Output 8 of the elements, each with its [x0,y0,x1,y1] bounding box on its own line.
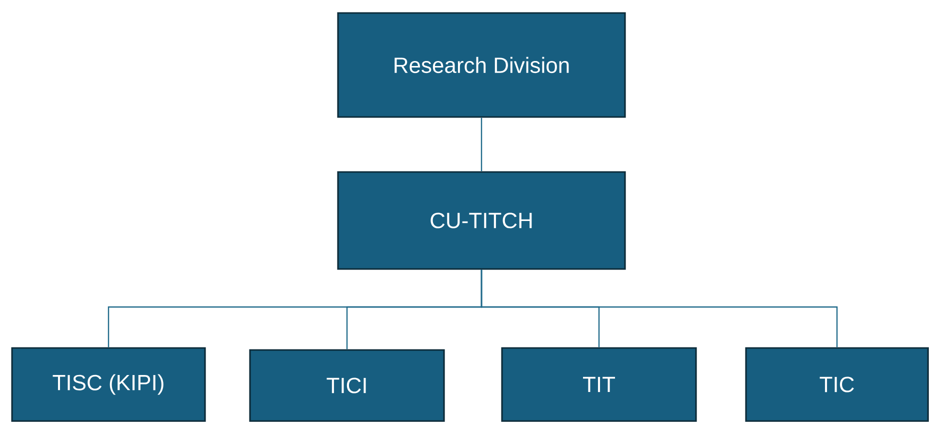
org-box: TIC [745,347,929,422]
connector-line [480,270,838,348]
org-box: CU-TITCH [337,171,626,270]
connector-line [480,118,482,172]
org-box: Research Division [337,12,626,118]
org-box: TISC (KIPI) [11,347,206,422]
org-box: TICI [249,349,445,422]
org-box: TIT [501,347,697,422]
